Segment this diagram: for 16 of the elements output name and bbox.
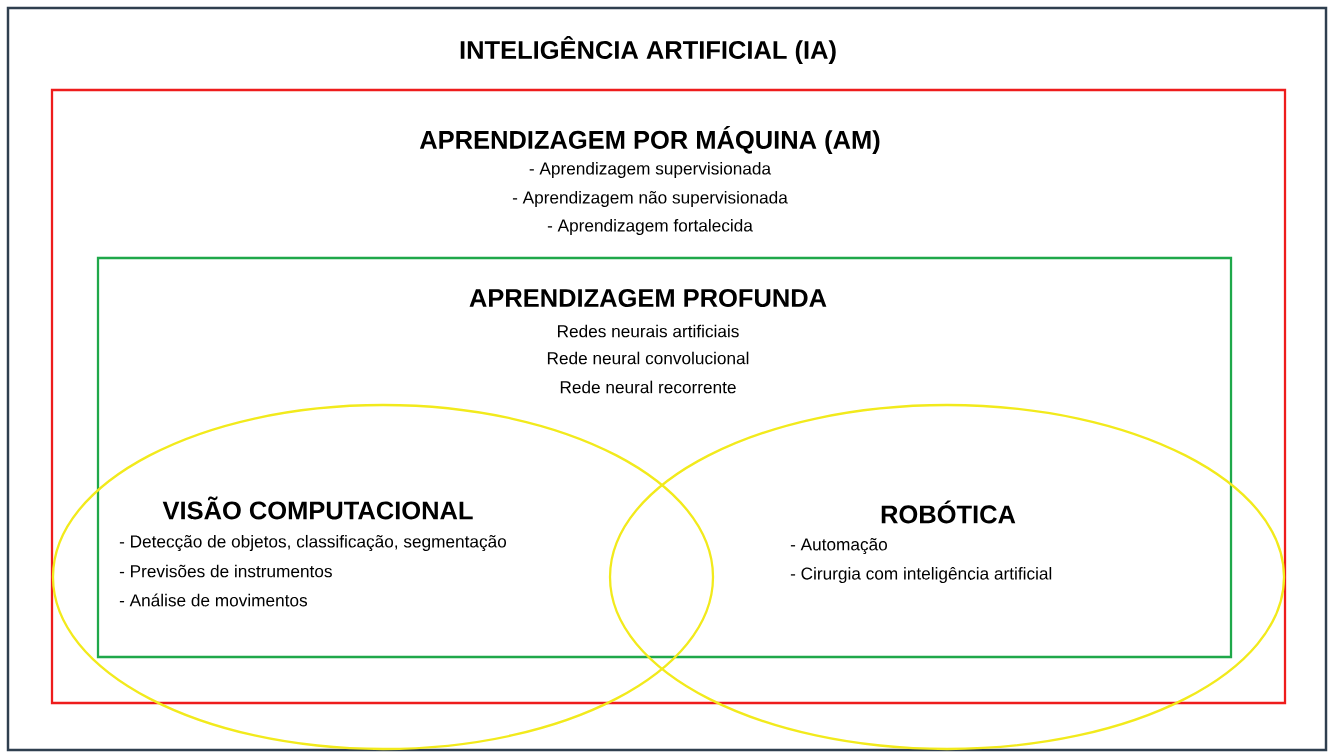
heading: APRENDIZAGEM PROFUNDA <box>469 288 827 307</box>
heading: VISÃO COMPUTACIONAL <box>162 496 473 520</box>
list-item: - Aprendizagem supervisionada <box>529 161 772 179</box>
list-item: - Detecção de objetos, classificação, segmentação <box>119 534 506 552</box>
heading: INTELIGÊNCIA ARTIFICIAL (IA) <box>460 35 836 65</box>
list-item: - Aprendizagem fortalecida <box>547 218 753 236</box>
list-item: - Automação <box>790 538 887 554</box>
list-item: - Cirurgia com inteligência artificial <box>790 566 1052 584</box>
list-item: - Aprendizagem não supervisionada <box>512 190 788 208</box>
list-item: Redes neurais artificiais <box>558 324 739 338</box>
list-item: Rede neural recorrente <box>560 380 736 394</box>
list-item: - Análise de movimentos <box>119 593 307 607</box>
list-item: Rede neural convolucional <box>547 351 749 365</box>
heading: ROBÓTICA <box>881 500 1016 524</box>
heading: APRENDIZAGEM POR MÁQUINA (AM) <box>419 126 880 154</box>
list-item: - Previsões de instrumentos <box>119 564 332 578</box>
